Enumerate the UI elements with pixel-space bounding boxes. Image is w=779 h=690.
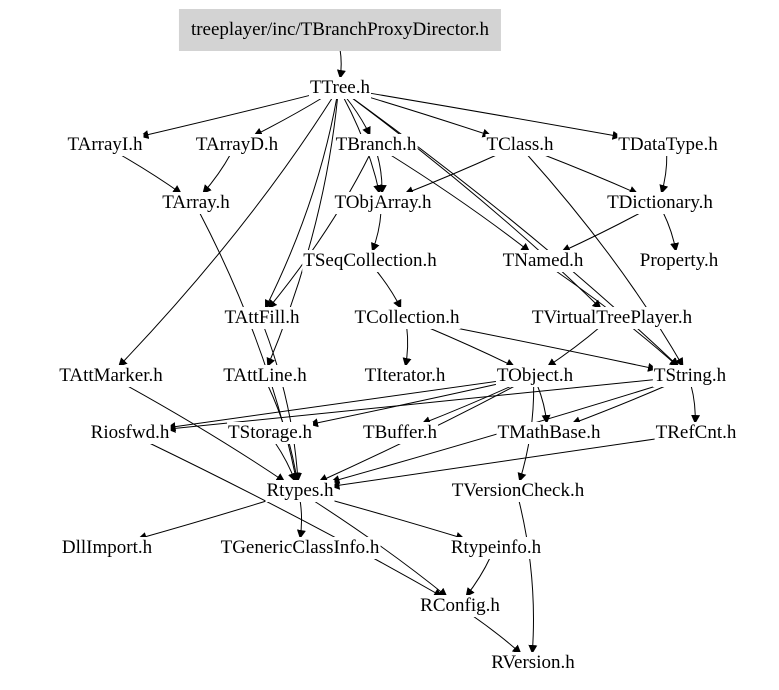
edge-tvirtualtreeplayer-to-tobject <box>546 326 601 368</box>
edge-tcollection-to-tstring <box>450 326 658 372</box>
edge-tarray-to-rtypes <box>198 211 300 483</box>
edge-root-to-ttree <box>336 48 346 80</box>
edge-ttree-to-tattmarker <box>117 96 334 368</box>
root-file-node[interactable]: treeplayer/inc/TBranchProxyDirector.h <box>178 9 502 51</box>
edge-tdictionary-to-tnamed <box>560 211 643 253</box>
node-tstorage[interactable]: TStorage.h <box>227 422 313 444</box>
node-tdictionary[interactable]: TDictionary.h <box>606 192 714 214</box>
node-rversion[interactable]: RVersion.h <box>490 652 576 674</box>
edge-rtypes-to-dllimport <box>137 499 270 541</box>
node-tseqcollection[interactable]: TSeqCollection.h <box>302 250 438 272</box>
edge-tdatatype-to-tdictionary <box>659 153 669 195</box>
edge-ttree-to-tclass <box>366 96 492 138</box>
edge-ttree-to-tvirtualtreeplayer <box>350 96 602 310</box>
node-titerator[interactable]: TIterator.h <box>363 365 447 387</box>
node-rtypes[interactable]: Rtypes.h <box>265 480 335 502</box>
edge-trefcnt-to-rtypes <box>330 437 659 490</box>
node-ttree[interactable]: TTree.h <box>309 77 371 99</box>
node-tnamed[interactable]: TNamed.h <box>501 250 585 272</box>
edge-tclass-to-tstring <box>526 153 684 368</box>
edge-tobject-to-tbuffer <box>421 384 514 425</box>
edge-tobject-to-riosfwd <box>166 380 501 432</box>
node-tbuffer[interactable]: TBuffer.h <box>361 422 439 444</box>
edge-tobject-to-tstorage <box>308 383 501 428</box>
edge-ttree-to-tstring <box>350 96 680 368</box>
node-tattline[interactable]: TAttLine.h <box>222 365 308 387</box>
node-tobject[interactable]: TObject.h <box>495 365 575 387</box>
edge-tstorage-to-rtypes <box>274 441 297 483</box>
edge-tarrayd-to-tarray <box>201 153 232 195</box>
node-rtypeinfo[interactable]: Rtypeinfo.h <box>449 537 543 559</box>
node-property[interactable]: Property.h <box>638 250 720 272</box>
node-tvirtualtreeplayer[interactable]: TVirtualTreePlayer.h <box>530 307 694 329</box>
node-trefcnt[interactable]: TRefCnt.h <box>654 422 738 444</box>
edge-rtypes-to-tgenericclassinfo <box>296 499 306 540</box>
edge-tstring-to-tmathbase <box>571 384 668 426</box>
node-tversioncheck[interactable]: TVersionCheck.h <box>450 480 586 502</box>
edge-tcollection-to-tobject <box>426 326 516 368</box>
node-tclass[interactable]: TClass.h <box>485 134 555 156</box>
edge-rconfig-to-rversion <box>471 614 522 655</box>
node-rconfig[interactable]: RConfig.h <box>419 595 501 617</box>
edge-ttree-to-tbranch <box>345 96 371 137</box>
edge-tattfill-to-rtypes <box>263 326 302 483</box>
edge-ttree-to-tdatatype <box>366 92 622 140</box>
edge-ttree-to-tattfill <box>264 96 338 310</box>
edge-tstring-to-trefcnt <box>690 384 701 425</box>
edge-rtypes-to-rconfig <box>312 499 448 598</box>
node-tstring[interactable]: TString.h <box>652 365 728 387</box>
edge-tversioncheck-to-rversion <box>518 499 538 655</box>
node-tgenericclassinfo[interactable]: TGenericClassInfo.h <box>219 537 381 559</box>
node-tarrayd[interactable]: TArrayD.h <box>194 134 280 156</box>
edge-tclass-to-tdictionary <box>541 153 639 195</box>
edge-rtypeinfo-to-rconfig <box>465 556 491 598</box>
edge-ttree-to-tarrayd <box>253 96 324 137</box>
node-dllimport[interactable]: DllImport.h <box>60 537 154 559</box>
node-tattfill[interactable]: TAttFill.h <box>223 307 301 329</box>
edge-tseqcollection-to-tcollection <box>375 269 402 310</box>
node-riosfwd[interactable]: Riosfwd.h <box>89 422 171 444</box>
edge-tbranch-to-tobjarray <box>376 153 387 195</box>
node-tbranch[interactable]: TBranch.h <box>334 134 418 156</box>
edge-ttree-to-tarrayi <box>139 94 314 139</box>
edge-tcollection-to-titerator <box>402 326 412 368</box>
edge-tdictionary-to-property <box>662 211 680 253</box>
node-tdatatype[interactable]: TDataType.h <box>617 134 719 156</box>
node-tarray[interactable]: TArray.h <box>161 192 231 214</box>
edge-tarrayi-to-tarray <box>118 153 183 195</box>
edge-tattmarker-to-rtypes <box>125 384 286 483</box>
edge-tobject-to-tmathbase <box>536 384 551 425</box>
edge-tbranch-to-tnamed <box>388 153 531 253</box>
edge-tobjarray-to-tseqcollection <box>371 211 382 253</box>
node-tarrayi[interactable]: TArrayI.h <box>66 134 144 156</box>
node-tattmarker[interactable]: TAttMarker.h <box>58 365 164 387</box>
edge-rtypes-to-rtypeinfo <box>330 499 466 541</box>
edge-tbranch-to-tattfill <box>267 153 371 310</box>
edge-ttree-to-tattline <box>266 96 339 368</box>
edge-tclass-to-tobjarray <box>404 153 499 195</box>
node-tmathbase[interactable]: TMathBase.h <box>496 422 602 444</box>
node-tobjarray[interactable]: TObjArray.h <box>333 192 433 214</box>
node-tcollection[interactable]: TCollection.h <box>353 307 461 329</box>
